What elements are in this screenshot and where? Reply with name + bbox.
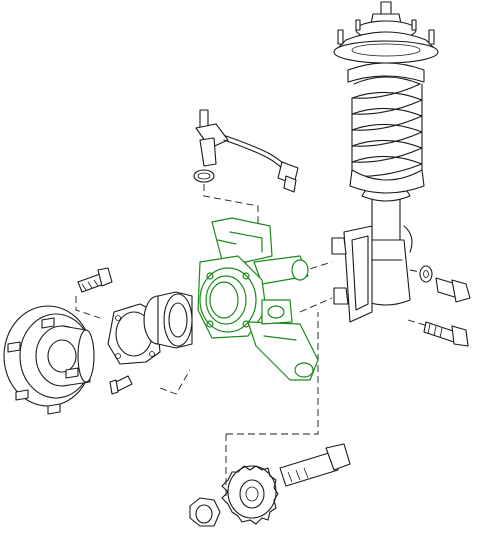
speed-sensor-icon[interactable] (195, 109, 299, 193)
coil-spring-icon (347, 62, 425, 194)
suspension-strut-icon[interactable] (331, 1, 439, 323)
steering-knuckle-icon[interactable] (197, 217, 319, 381)
strut-mounting-bolt-icon[interactable] (423, 277, 471, 347)
o-ring-icon (193, 169, 215, 183)
washer-icon (419, 265, 433, 283)
small-bolt-icon (109, 375, 133, 395)
hub-bolt-icon (77, 267, 113, 293)
wheel-bearing-icon[interactable] (143, 291, 193, 349)
wheel-hub-icon[interactable] (3, 305, 95, 415)
drive-gear-icon[interactable] (221, 465, 279, 525)
axle-nut-icon[interactable] (189, 497, 221, 527)
axle-bolt-icon[interactable] (279, 443, 351, 487)
